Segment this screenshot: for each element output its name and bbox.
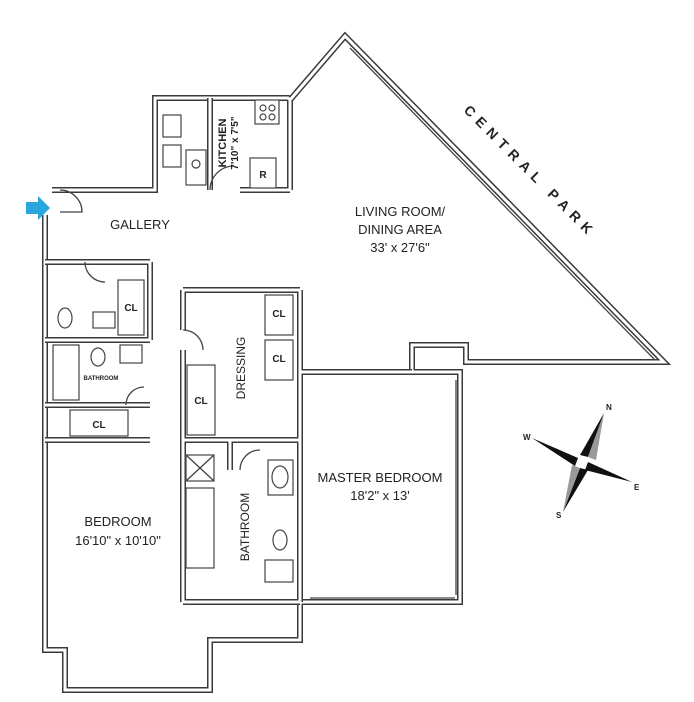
compass-w: W bbox=[523, 433, 531, 442]
dressing-label: DRESSING bbox=[234, 337, 248, 400]
kitchen-size: 7'10" x 7'5" bbox=[230, 116, 241, 169]
closet-label: CL bbox=[124, 303, 137, 314]
interior-walls bbox=[45, 47, 656, 605]
kitchen-label: KITCHEN bbox=[217, 119, 229, 168]
compass-n: N bbox=[606, 403, 612, 412]
closet-label: CL bbox=[272, 309, 285, 320]
closet-label: CL bbox=[272, 354, 285, 365]
refrigerator-label: R bbox=[259, 170, 267, 181]
master-bedroom-size: 18'2" x 13' bbox=[350, 488, 409, 503]
bedroom-size: 16'10" x 10'10" bbox=[75, 533, 161, 548]
compass-rose-icon: N E S W bbox=[523, 403, 640, 520]
master-bathroom-label: BATHROOM bbox=[238, 493, 252, 561]
master-bedroom-label: MASTER BEDROOM bbox=[318, 470, 443, 485]
dining-area-label: DINING AREA bbox=[358, 222, 442, 237]
fixtures bbox=[52, 99, 294, 583]
compass-e: E bbox=[634, 483, 640, 492]
living-room-size: 33' x 27'6" bbox=[370, 240, 430, 255]
closet-label: CL bbox=[194, 396, 207, 407]
closet-label: CL bbox=[92, 420, 105, 431]
gallery-label: GALLERY bbox=[110, 217, 170, 232]
entry-arrow-icon bbox=[26, 196, 50, 220]
bedroom-label: BEDROOM bbox=[84, 514, 151, 529]
compass-s: S bbox=[556, 511, 562, 520]
living-room-label: LIVING ROOM/ bbox=[355, 204, 446, 219]
bathroom-label: BATHROOM bbox=[84, 376, 119, 382]
refrigerator bbox=[249, 157, 277, 189]
